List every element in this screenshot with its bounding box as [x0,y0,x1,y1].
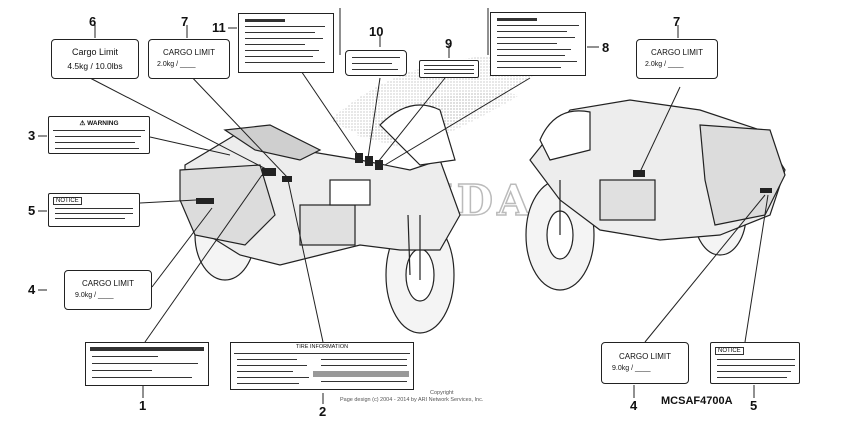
tire-info-heading: TIRE INFORMATION [295,344,349,350]
callout-10: 10 [369,24,384,39]
copyright-line-2: Page design (c) 2004 - 2014 by ARI Netwo… [340,397,484,403]
callout-5-right: 5 [750,398,758,413]
cargo-limit-value: 2.0kg / ____ [645,61,684,68]
callout-1: 1 [139,398,147,413]
label-cargo-limit-4-left[interactable]: CARGO LIMIT 9.0kg / ____ [64,270,152,310]
label-text-block-11[interactable] [238,13,334,73]
cargo-limit-title: Cargo Limit [71,47,118,57]
callout-6: 6 [89,14,97,29]
cargo-limit-value: 2.0kg / ____ [157,61,196,68]
label-10[interactable] [345,50,407,76]
callout-5-left: 5 [28,203,36,218]
cargo-limit-title: CARGO LIMIT [650,48,703,57]
label-cargo-limit-4-right[interactable]: CARGO LIMIT 9.0kg / ____ [601,342,689,384]
callout-8: 8 [602,40,610,55]
callout-7-left: 7 [181,14,189,29]
cargo-limit-title: CARGO LIMIT [162,48,215,57]
notice-heading: NOTICE [715,347,744,355]
label-notice-5-right[interactable]: NOTICE [710,342,800,384]
warning-heading: ⚠ WARNING [79,120,119,127]
callout-7-right: 7 [673,14,681,29]
cargo-limit-title: CARGO LIMIT [81,279,134,288]
cargo-limit-value: 4.5kg / 10.0lbs [67,61,123,71]
callout-3: 3 [28,128,36,143]
label-notice-5-left[interactable]: NOTICE [48,193,140,227]
label-warning-3[interactable]: ⚠ WARNING [48,116,150,154]
cargo-limit-title: CARGO LIMIT [618,352,671,361]
label-text-block-8[interactable] [490,12,586,76]
callout-4-left: 4 [28,282,36,297]
copyright-line-1: Copyright [430,390,454,396]
cargo-limit-value: 9.0kg / ____ [612,365,651,372]
cargo-limit-value: 9.0kg / ____ [75,292,114,299]
diagram-code: MCSAF4700A [661,395,733,407]
right-motorcycle [525,99,786,291]
label-cargo-limit-6[interactable]: Cargo Limit 4.5kg / 10.0lbs [51,39,139,79]
label-9[interactable] [419,60,479,78]
label-cargo-limit-7-right[interactable]: CARGO LIMIT 2.0kg / ____ [636,39,718,79]
callout-2: 2 [319,404,327,419]
callout-4-right: 4 [630,398,638,413]
label-cargo-limit-7-left[interactable]: CARGO LIMIT 2.0kg / ____ [148,39,230,79]
left-motorcycle [179,104,461,334]
label-1[interactable] [85,342,209,386]
callout-11: 11 [212,20,226,35]
notice-heading: NOTICE [53,197,82,205]
callout-9: 9 [445,36,453,51]
label-tire-information-2[interactable]: TIRE INFORMATION [230,342,414,390]
